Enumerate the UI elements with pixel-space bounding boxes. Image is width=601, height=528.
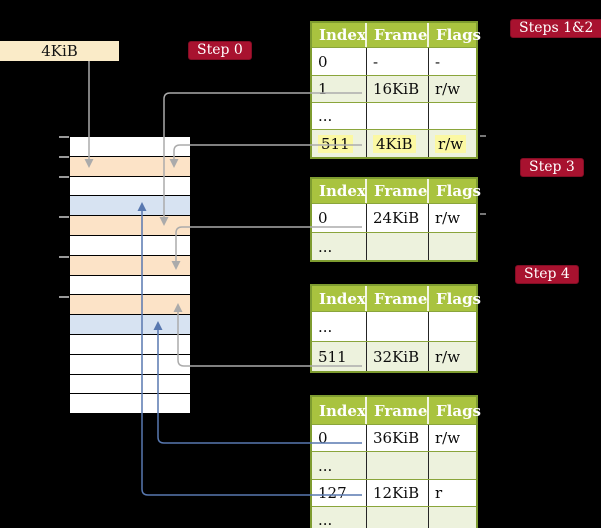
step-3-badge: Step 3 (520, 158, 584, 177)
page-table-level2: Index Frame Flags ... 511 32KiB r/w (310, 284, 481, 373)
table-cell: 1 (312, 76, 367, 102)
table-cell: 0 (312, 425, 367, 451)
table-row: ... (312, 311, 476, 341)
step-0-badge: Step 0 (188, 41, 252, 60)
memory-frame-white (70, 334, 190, 355)
table-row: 0 36KiB r/w (312, 424, 476, 451)
page-table-level4: Index Frame Flags 0 - - 1 16KiB r/w ... … (310, 21, 481, 159)
table-row: 511 32KiB r/w (312, 341, 476, 371)
table-cell (367, 233, 429, 260)
table-header-row: Index Frame Flags (312, 286, 481, 311)
table-cell (367, 507, 429, 528)
table-cell: ... (312, 233, 367, 260)
highlighted-value: 4KiB (373, 134, 416, 153)
memory-frame-orange (70, 156, 190, 177)
table-cell (367, 103, 429, 129)
table-row: 1 16KiB r/w (312, 75, 476, 102)
column-header: Index (312, 179, 367, 203)
table-row: ... (312, 232, 476, 260)
table-cell: 12KiB (367, 480, 429, 506)
memory-frame-blue (70, 315, 190, 335)
page-table-level1: Index Frame Flags 0 36KiB r/w ... 127 12… (310, 395, 481, 528)
column-header: Flags (436, 289, 481, 308)
table-cell: 32KiB (367, 342, 429, 371)
column-header: Frame (367, 397, 429, 424)
page-table-level3: Index Frame Flags 0 24KiB r/w ... (310, 177, 481, 262)
table-cell (429, 507, 476, 528)
memory-frame-white (70, 275, 190, 296)
memory-address-tick (59, 176, 69, 178)
table-cell: 4KiB (367, 130, 429, 157)
memory-frame-white (70, 176, 190, 197)
table-cell: 511 (312, 342, 367, 371)
step-4-badge: Step 4 (515, 265, 579, 284)
table-row: ... (312, 451, 476, 479)
table-row: 0 24KiB r/w (312, 203, 476, 232)
table-cell (367, 452, 429, 479)
table-cell: ... (312, 452, 367, 479)
table-row: ... (312, 102, 476, 129)
cr3-frame-label: 4KiB (41, 42, 78, 60)
table-cell: r/w (435, 80, 461, 98)
table-header-row: Index Frame Flags (312, 179, 481, 203)
highlighted-value: 511 (318, 134, 353, 153)
table-cell: 127 (312, 480, 367, 506)
table-cell (429, 233, 476, 260)
memory-address-tick (59, 156, 69, 158)
table-row: 127 12KiB r (312, 479, 476, 506)
table-cell: 511 (312, 130, 367, 157)
memory-address-tick (59, 256, 69, 258)
highlighted-value: r/w (435, 134, 467, 153)
table-cell: ... (312, 507, 367, 528)
table-cell: - (435, 52, 441, 71)
table-cell: r/w (435, 209, 461, 227)
memory-stack (70, 137, 190, 415)
table-cell: - (367, 48, 429, 75)
memory-frame-orange (70, 216, 190, 236)
memory-frame-blue (70, 196, 190, 217)
steps-1-2-badge: Steps 1&2 (510, 19, 601, 38)
memory-frame-white (70, 235, 190, 256)
column-header: Frame (367, 286, 429, 311)
column-header: Index (312, 23, 367, 47)
table-row: 0 - - (312, 47, 476, 75)
memory-frame-orange (70, 255, 190, 276)
table-cell: 16KiB (367, 76, 429, 102)
table-row-recursive-entry: 511 4KiB r/w (312, 129, 476, 157)
memory-address-tick (59, 296, 69, 298)
table-cell: 36KiB (367, 425, 429, 451)
table-cell: ... (312, 312, 367, 341)
column-header: Index (312, 397, 367, 424)
table-cell: r (435, 484, 443, 502)
column-header: Index (312, 286, 367, 311)
column-header: Flags (436, 182, 481, 200)
cr3-frame-box: 4KiB (0, 41, 119, 61)
table-header-row: Index Frame Flags (312, 397, 481, 424)
table-cell: r/w (435, 429, 461, 447)
column-header: Frame (367, 23, 429, 47)
table-cell (367, 312, 429, 341)
column-header: Flags (436, 401, 481, 420)
table-cell: 0 (312, 48, 367, 75)
memory-address-tick (59, 136, 69, 138)
table-header-row: Index Frame Flags (312, 23, 481, 47)
memory-frame-white (70, 137, 190, 157)
memory-frame-orange (70, 295, 190, 316)
memory-frame-white (70, 374, 190, 395)
table-cell: ... (312, 103, 367, 129)
table-cell (429, 312, 476, 341)
table-cell: r/w (429, 130, 476, 157)
table-cell: 0 (312, 204, 367, 232)
memory-frame-white (70, 394, 190, 415)
table-cell (429, 103, 476, 129)
table-cell: 24KiB (367, 204, 429, 232)
table-row: ... (312, 506, 476, 528)
memory-address-tick (59, 216, 69, 218)
column-header: Frame (367, 179, 429, 203)
memory-frame-white (70, 354, 190, 375)
table-cell (429, 452, 476, 479)
table-cell: r/w (435, 347, 461, 366)
column-header: Flags (436, 26, 481, 44)
